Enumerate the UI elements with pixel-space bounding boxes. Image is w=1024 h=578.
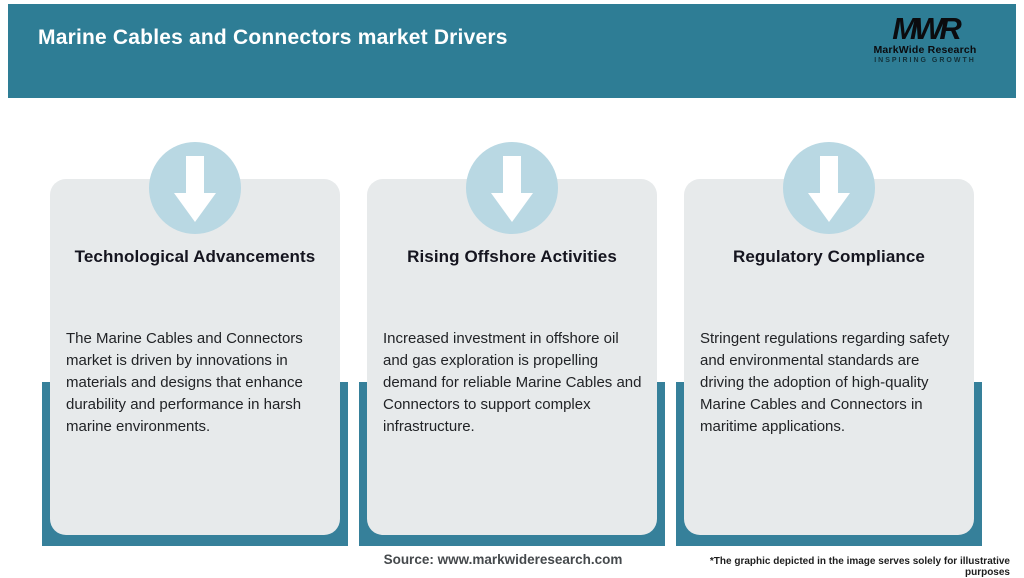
- page-title: Marine Cables and Connectors market Driv…: [38, 26, 508, 49]
- down-arrow-icon: [466, 142, 558, 234]
- logo-tagline: INSPIRING GROWTH: [874, 57, 976, 64]
- card-title: Technological Advancements: [74, 247, 316, 266]
- logo-name: MarkWide Research: [873, 44, 977, 56]
- markwide-research-logo: MWR MarkWide Research INSPIRING GROWTH: [860, 11, 990, 65]
- down-arrow-icon: [149, 142, 241, 234]
- logo-monogram: MWR: [892, 11, 961, 46]
- card-body-text: Increased investment in offshore oil and…: [383, 330, 642, 435]
- driver-card: [367, 179, 657, 535]
- driver-column-3: Regulatory Compliance Stringent regulati…: [676, 0, 982, 576]
- source-text: Source: www.markwideresearch.com: [383, 552, 623, 567]
- down-arrow-glyph: [808, 156, 850, 222]
- card-body-text: Stringent regulations regarding safety a…: [700, 330, 950, 435]
- down-arrow-glyph: [491, 156, 533, 222]
- disclaimer-text: *The graphic depicted in the image serve…: [709, 556, 1010, 578]
- card-title: Regulatory Compliance: [733, 247, 925, 266]
- down-arrow-glyph: [174, 156, 216, 222]
- card-title: Rising Offshore Activities: [407, 247, 617, 266]
- driver-column-2: Rising Offshore Activities Increased inv…: [359, 0, 665, 576]
- header-bar: Marine Cables and Connectors market Driv…: [8, 4, 1016, 98]
- driver-card: [50, 179, 340, 535]
- down-arrow-icon: [783, 142, 875, 234]
- driver-card: [684, 179, 974, 535]
- card-body-text: The Marine Cables and Connectors market …: [66, 330, 303, 435]
- driver-column-1: Technological Advancements The Marine Ca…: [42, 0, 348, 576]
